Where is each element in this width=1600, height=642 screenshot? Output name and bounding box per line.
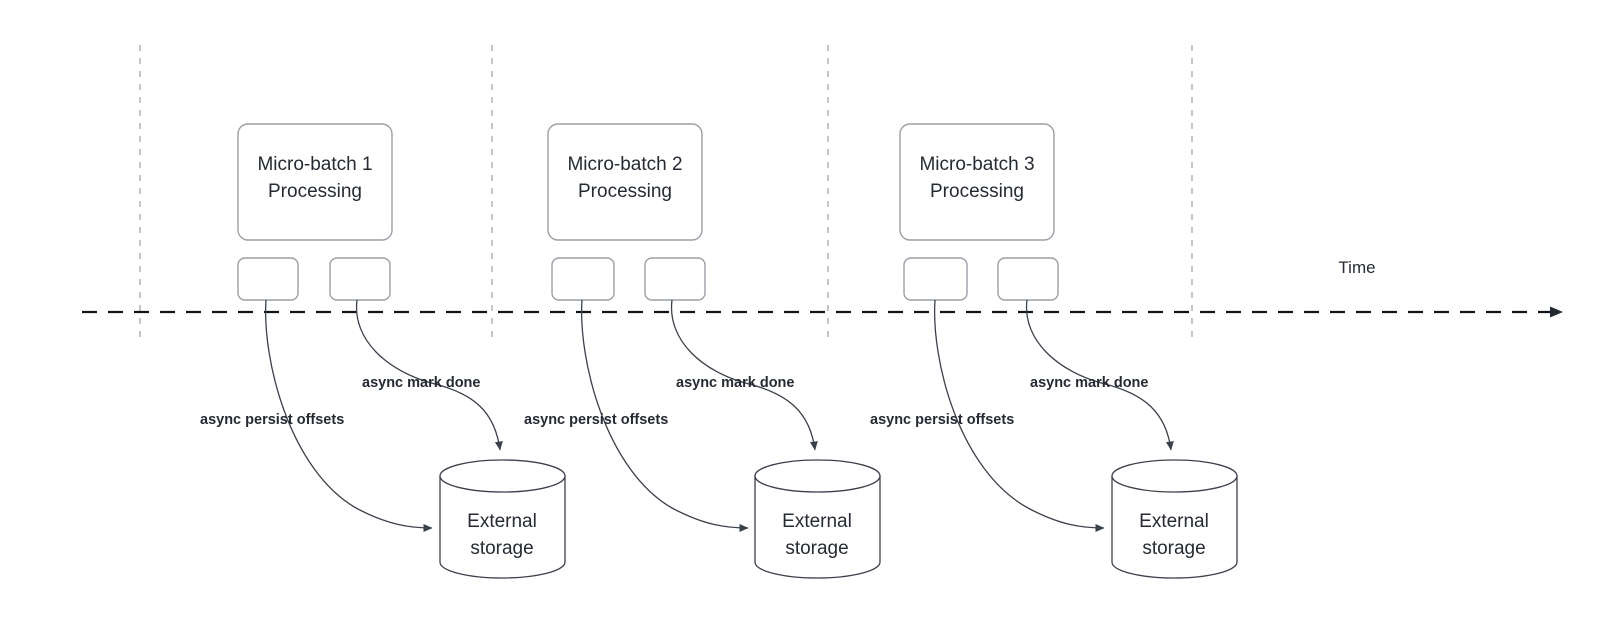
external-storage-3-top [1111,459,1238,493]
micro-batch-3-task-a[interactable] [903,257,968,301]
micro-batch-3-process-box[interactable] [899,123,1055,241]
micro-batch-2-group: Micro-batch 2 Processing async persist o… [524,123,881,579]
external-storage-2-line1: External [782,511,852,532]
external-storage-1-line2: storage [470,538,533,559]
mark-done-edge-3 [1025,299,1174,451]
external-storage-1-line1: External [467,511,537,532]
external-storage-3-body[interactable] [1111,475,1238,579]
external-storage-3-line1: External [1139,511,1209,532]
persist-offsets-label-1: async persist offsets [200,412,344,428]
micro-batch-3-title-line1: Micro-batch 3 [919,154,1034,175]
time-axis-label: Time [1338,258,1375,277]
micro-batch-2-task-b[interactable] [644,257,706,301]
mark-done-label-1: async mark done [362,375,480,391]
external-storage-2-body[interactable] [754,475,881,579]
micro-batch-1-title-line2: Processing [268,181,362,202]
persist-offsets-edge-2 [580,299,749,532]
micro-batch-1-task-a[interactable] [237,257,299,301]
mark-done-label-3: async mark done [1030,375,1148,391]
persist-offsets-edge-1 [264,299,433,532]
micro-batch-1-group: Micro-batch 1 Processing async persist o… [200,123,566,579]
micro-batch-1-task-b[interactable] [329,257,391,301]
micro-batch-3-task-b[interactable] [997,257,1059,301]
micro-batch-3-group: Micro-batch 3 Processing async persist o… [870,123,1238,579]
persist-offsets-label-3: async persist offsets [870,412,1014,428]
micro-batch-1-process-box[interactable] [237,123,393,241]
external-storage-2-line2: storage [785,538,848,559]
external-storage-1-body[interactable] [439,475,566,579]
time-axis: Time [82,258,1563,318]
persist-offsets-label-2: async persist offsets [524,412,668,428]
micro-batch-2-title-line1: Micro-batch 2 [567,154,682,175]
external-storage-1-top [439,459,566,493]
mark-done-edge-2 [670,299,818,451]
divider-group [139,45,1193,340]
micro-batch-2-task-a[interactable] [551,257,615,301]
micro-batch-2-title-line2: Processing [578,181,672,202]
external-storage-2-top [754,459,881,493]
micro-batch-1-title-line1: Micro-batch 1 [257,154,372,175]
mark-done-label-2: async mark done [676,375,794,391]
micro-batch-3-title-line2: Processing [930,181,1024,202]
persist-offsets-edge-3 [933,299,1105,532]
mark-done-edge-1 [355,299,503,451]
micro-batch-2-process-box[interactable] [547,123,703,241]
external-storage-3-line2: storage [1142,538,1205,559]
